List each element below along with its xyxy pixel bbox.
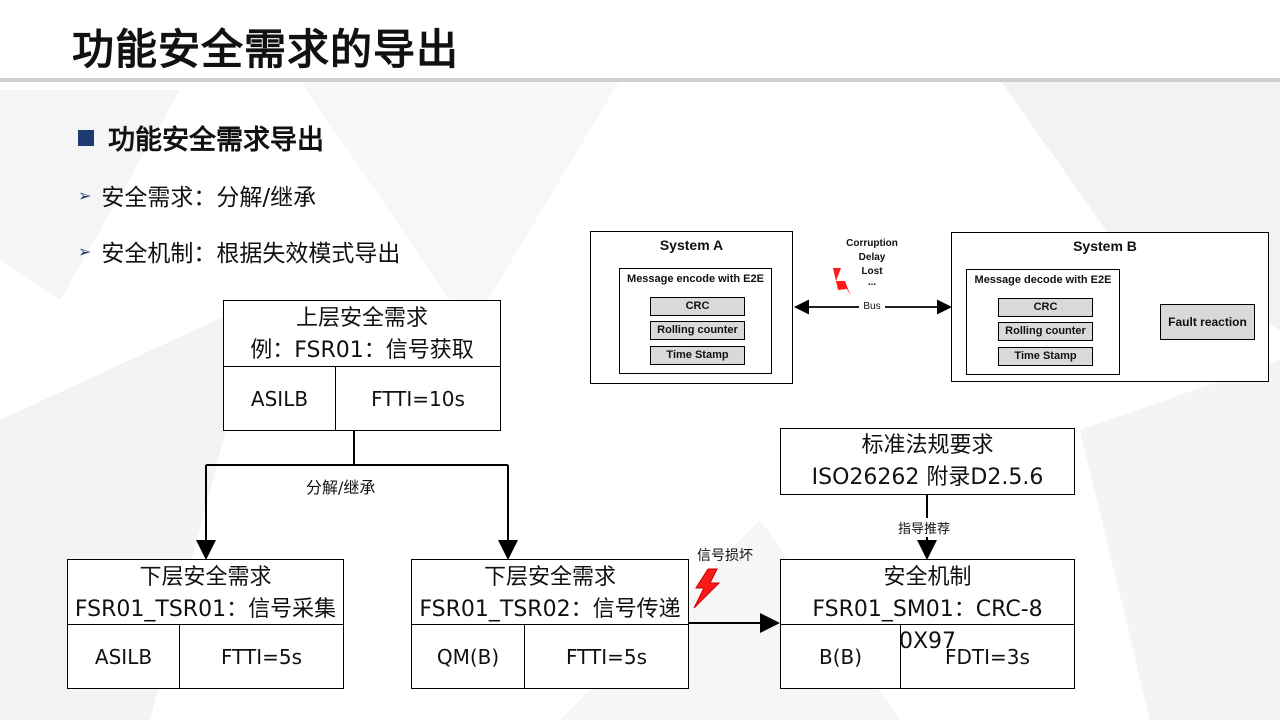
standard-ref: ISO26262 附录D2.5.6: [811, 465, 1044, 490]
upper-req-title: 上层安全需求: [295, 306, 428, 331]
mechanism-name: FSR01_SM01：CRC-8 0X97: [812, 597, 1043, 654]
title-divider: [0, 78, 1280, 82]
upper-req-ftti: FTTI=10s: [335, 367, 500, 430]
arrow-bullet-icon: ➢: [78, 185, 92, 205]
bullet-text: 安全需求：分解/继承: [101, 185, 317, 211]
system-b-message-box: Message decode with E2E CRC Rolling coun…: [966, 269, 1120, 375]
upper-req-name: 例：FSR01：信号获取: [250, 338, 474, 363]
square-bullet-icon: [78, 129, 94, 146]
bus-lightning-icon: [833, 268, 851, 297]
signal-damage-label: 信号损坏: [697, 548, 753, 564]
lower-req-2-asil: QM(B): [436, 644, 500, 669]
lower-requirement-1-box: 下层安全需求 FSR01_TSR01：信号采集 ASILB FTTI=5s: [67, 559, 344, 689]
system-b-time-stamp: Time Stamp: [998, 347, 1093, 366]
system-a-time-stamp: Time Stamp: [650, 346, 745, 365]
system-b-crc: CRC: [998, 298, 1093, 317]
standard-box: 标准法规要求 ISO26262 附录D2.5.6: [780, 428, 1075, 495]
decompose-label: 分解/继承: [306, 474, 376, 498]
lower-req-1-ftti: FTTI=5s: [179, 625, 343, 688]
fault-reaction-box: Fault reaction: [1160, 304, 1255, 340]
standard-title: 标准法规要求: [861, 433, 994, 458]
system-a-crc: CRC: [650, 297, 745, 316]
lower-req-2-name: FSR01_TSR02：信号传递: [419, 597, 681, 622]
mechanism-asil: B(B): [818, 644, 863, 669]
system-a-message-box: Message encode with E2E CRC Rolling coun…: [619, 268, 772, 374]
system-b-box: System B Message decode with E2E CRC Rol…: [951, 232, 1269, 382]
bus-fault: Delay: [858, 252, 886, 263]
system-a-title: System A: [659, 237, 724, 253]
system-b-rolling-counter: Rolling counter: [998, 322, 1093, 341]
bus-label: Bus: [859, 301, 885, 312]
system-a-box: System A Message encode with E2E CRC Rol…: [590, 231, 793, 384]
mechanism-fdti: FDTI=3s: [900, 625, 1074, 688]
system-a-rolling-counter: Rolling counter: [650, 321, 745, 340]
lower-requirement-2-box: 下层安全需求 FSR01_TSR02：信号传递 QM(B) FTTI=5s: [411, 559, 689, 689]
bus-fault: ...: [867, 277, 877, 288]
lower-req-2-title: 下层安全需求: [483, 565, 616, 590]
bullet-item: ➢ 安全需求：分解/继承: [78, 178, 316, 212]
lower-req-2-ftti: FTTI=5s: [524, 625, 688, 688]
bus-fault: Lost: [861, 266, 883, 277]
upper-req-asil: ASILB: [250, 386, 309, 411]
section-heading-text: 功能安全需求导出: [108, 125, 324, 156]
system-b-title: System B: [1073, 238, 1137, 254]
lower-req-1-asil: ASILB: [94, 644, 153, 669]
page-title: 功能安全需求的导出: [72, 25, 460, 74]
arrow-bullet-icon: ➢: [78, 241, 92, 261]
upper-requirement-box: 上层安全需求 例：FSR01：信号获取 ASILB FTTI=10s: [223, 300, 501, 431]
safety-mechanism-box: 安全机制 FSR01_SM01：CRC-8 0X97 B(B) FDTI=3s: [780, 559, 1075, 689]
bullet-item: ➢ 安全机制：根据失效模式导出: [78, 234, 400, 268]
lightning-icon: [693, 568, 721, 609]
system-b-message-title: Message decode with E2E: [974, 274, 1112, 286]
bus-fault: Corruption: [846, 238, 898, 249]
guide-label: 指导推荐: [898, 518, 951, 537]
bullet-text: 安全机制：根据失效模式导出: [101, 241, 401, 267]
lower-req-1-title: 下层安全需求: [139, 565, 272, 590]
bus-fault-list: Corruption Delay Lost ...: [840, 237, 904, 288]
mechanism-title: 安全机制: [883, 565, 972, 590]
section-heading: 功能安全需求导出: [78, 118, 324, 157]
system-a-message-title: Message encode with E2E: [627, 273, 764, 285]
lower-req-1-name: FSR01_TSR01：信号采集: [74, 597, 337, 622]
